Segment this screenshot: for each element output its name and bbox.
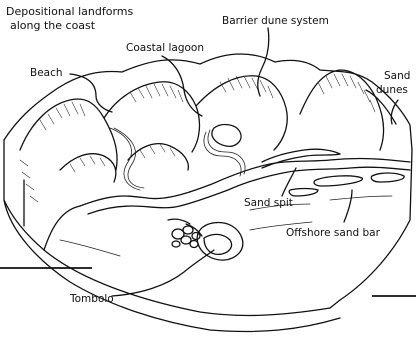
sand-spit-shape bbox=[262, 149, 340, 168]
label-beach: Beach bbox=[30, 67, 63, 79]
label-sand-spit: Sand spit bbox=[244, 197, 293, 209]
label-barrier-dune-system: Barrier dune system bbox=[222, 15, 329, 27]
label-coastal-lagoon: Coastal lagoon bbox=[126, 42, 204, 54]
diagram-title-line1: Depositional landforms bbox=[6, 5, 133, 18]
label-tombolo: Tombolo bbox=[69, 293, 114, 305]
labels: Barrier dune system Coastal lagoon Beach… bbox=[30, 15, 410, 305]
diagram-title-line2: along the coast bbox=[10, 19, 96, 32]
tombolo-island bbox=[168, 219, 243, 260]
offshore-sand-bars bbox=[289, 173, 404, 196]
baseline-segments bbox=[0, 268, 416, 296]
rivers bbox=[110, 128, 245, 190]
label-offshore-sand-bar: Offshore sand bar bbox=[286, 227, 381, 239]
sea-waves bbox=[60, 196, 392, 256]
label-sand-dunes-line1: Sand bbox=[384, 70, 410, 82]
landscape-block bbox=[4, 54, 412, 332]
label-sand-dunes-line2: dunes bbox=[376, 84, 408, 96]
coastal-lagoon-shape bbox=[212, 125, 241, 147]
hill-ridges bbox=[20, 70, 396, 182]
